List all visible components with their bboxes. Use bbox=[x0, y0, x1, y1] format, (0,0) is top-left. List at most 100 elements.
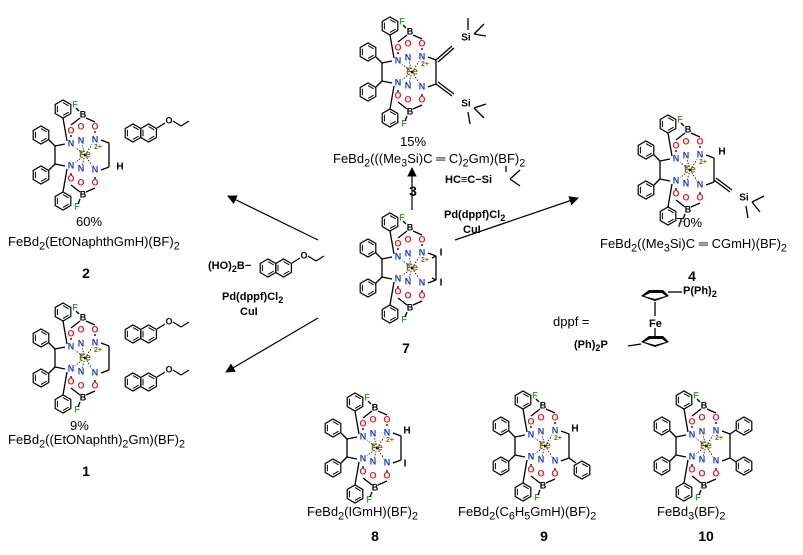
c4-phenyl-bottom bbox=[659, 206, 677, 226]
c1-naphth-top-ethyl-2 bbox=[180, 321, 190, 328]
boronic-sub: 2 bbox=[231, 264, 237, 275]
c7-fe-charge: 2+ bbox=[421, 257, 429, 264]
c3-formula-part: 2 bbox=[519, 157, 526, 170]
c7-cage1 bbox=[397, 230, 408, 239]
c8-o0: O bbox=[359, 418, 366, 428]
ring-double-bond bbox=[62, 194, 69, 199]
c8-o4: O bbox=[369, 414, 376, 424]
c3-o3: O bbox=[418, 94, 425, 104]
c2-n4: N bbox=[78, 135, 85, 145]
c8-n3: N bbox=[384, 457, 391, 467]
ring-double-bond bbox=[522, 393, 529, 398]
c3-formula-part: 3 bbox=[401, 157, 408, 170]
c3-phenyl-l2 bbox=[359, 82, 377, 102]
reagent-cui-left: CuI bbox=[240, 306, 258, 318]
c2-bf2 bbox=[77, 198, 81, 205]
c9-n4: N bbox=[538, 426, 545, 436]
c10-f-bottom: F bbox=[695, 492, 701, 502]
c3-b-top: B bbox=[407, 26, 414, 36]
ring-double-bond bbox=[40, 331, 47, 336]
ring-double-bond bbox=[62, 314, 69, 319]
c10-fe-n-bond2 bbox=[705, 435, 714, 447]
c8-f-bottom: F bbox=[366, 494, 372, 504]
c10-vert-bottom bbox=[683, 459, 689, 484]
c1-bf2 bbox=[77, 401, 81, 408]
c9-formula-part: FeBd bbox=[458, 504, 490, 519]
c1-o3: O bbox=[91, 380, 98, 390]
c4-cage3 bbox=[675, 199, 686, 208]
c2-yield: 60% bbox=[76, 214, 103, 229]
c3-n4: N bbox=[405, 52, 412, 62]
ring-double-bond bbox=[683, 402, 690, 407]
c3-o2: O bbox=[418, 38, 425, 48]
ring-double-bond bbox=[661, 468, 668, 473]
c10-fe-charge: 2+ bbox=[715, 435, 723, 442]
c7-b-top: B bbox=[407, 222, 414, 232]
c3-phenyl-l1 bbox=[359, 42, 377, 62]
c9-b-top: B bbox=[540, 400, 547, 410]
c3-o0: O bbox=[394, 42, 401, 52]
c8-f-top: F bbox=[364, 392, 370, 402]
ring-double-bond bbox=[683, 485, 690, 490]
c8-o2: O bbox=[383, 414, 390, 424]
ring-double-bond bbox=[500, 468, 507, 473]
ring-double-bond bbox=[332, 461, 339, 466]
c9-bf2 bbox=[537, 489, 541, 496]
c10-n4: N bbox=[699, 426, 706, 436]
c7-o2: O bbox=[418, 234, 425, 244]
c1-bf1 bbox=[75, 310, 80, 315]
c3-formula-part: Gm)(BF) bbox=[468, 151, 520, 166]
c2-cage2 bbox=[85, 117, 96, 123]
c9-fe-n-bond1 bbox=[534, 445, 546, 455]
c4-o2: O bbox=[696, 136, 703, 146]
c7-phenyl-l1 bbox=[359, 238, 377, 258]
c3-formula-part: C) bbox=[445, 151, 463, 166]
c7-phenyl-l2 bbox=[359, 278, 377, 298]
c2-n5: N bbox=[78, 163, 85, 173]
c9-ph-b1 bbox=[508, 430, 516, 438]
ring-double-bond bbox=[267, 261, 274, 266]
c3-number: 3 bbox=[409, 183, 417, 199]
reagent-naphth-o: O bbox=[300, 250, 307, 260]
c10-fe-n-bond0 bbox=[695, 437, 707, 447]
ring-double-bond bbox=[389, 307, 396, 312]
ring-double-bond bbox=[367, 241, 374, 246]
ring-double-bond bbox=[743, 459, 750, 464]
c9-fe-n-bond0 bbox=[534, 437, 546, 447]
c9-n0: N bbox=[528, 429, 535, 439]
ring-double-bond bbox=[148, 375, 155, 380]
c2-formula-part: 2 bbox=[39, 240, 46, 253]
c4-alkyne2 bbox=[715, 177, 733, 191]
c1-phenyl-l2 bbox=[32, 368, 50, 388]
c10-cage4 bbox=[706, 478, 717, 484]
c3-si-top: Si bbox=[461, 33, 471, 44]
c2-cn-l1 bbox=[54, 143, 66, 147]
c2-formula-part: 2 bbox=[173, 240, 180, 253]
reagent-cui-right: CuI bbox=[463, 224, 481, 236]
ring-double-bond bbox=[62, 102, 69, 107]
ring-double-bond bbox=[500, 459, 507, 464]
c4-n4: N bbox=[683, 150, 690, 160]
c8-formula-part: 2 bbox=[338, 510, 345, 523]
ring-double-bond bbox=[148, 135, 155, 140]
dppf-bottom-text: (Ph) bbox=[574, 339, 596, 351]
c1-vert-bottom bbox=[62, 371, 68, 396]
c3-f-top: F bbox=[399, 16, 405, 26]
c3-cage3 bbox=[397, 101, 408, 110]
c4-me1 bbox=[751, 195, 765, 203]
ring-double-bond bbox=[283, 270, 290, 275]
c8-bf1 bbox=[367, 400, 372, 405]
c1-naphth-bottom-ethyl-1 bbox=[172, 369, 182, 376]
c8-phenyl-l1 bbox=[324, 418, 342, 438]
c9-formula-part: 5 bbox=[524, 510, 531, 523]
c3-si-bottom: Si bbox=[461, 99, 471, 110]
ring-double-bond bbox=[40, 371, 47, 376]
ring-double-bond bbox=[40, 137, 47, 142]
c9-vert-bottom bbox=[522, 459, 528, 484]
c10-vert-top bbox=[683, 408, 689, 433]
c3-cn-r2 bbox=[427, 83, 437, 88]
c1-n4: N bbox=[78, 338, 85, 348]
